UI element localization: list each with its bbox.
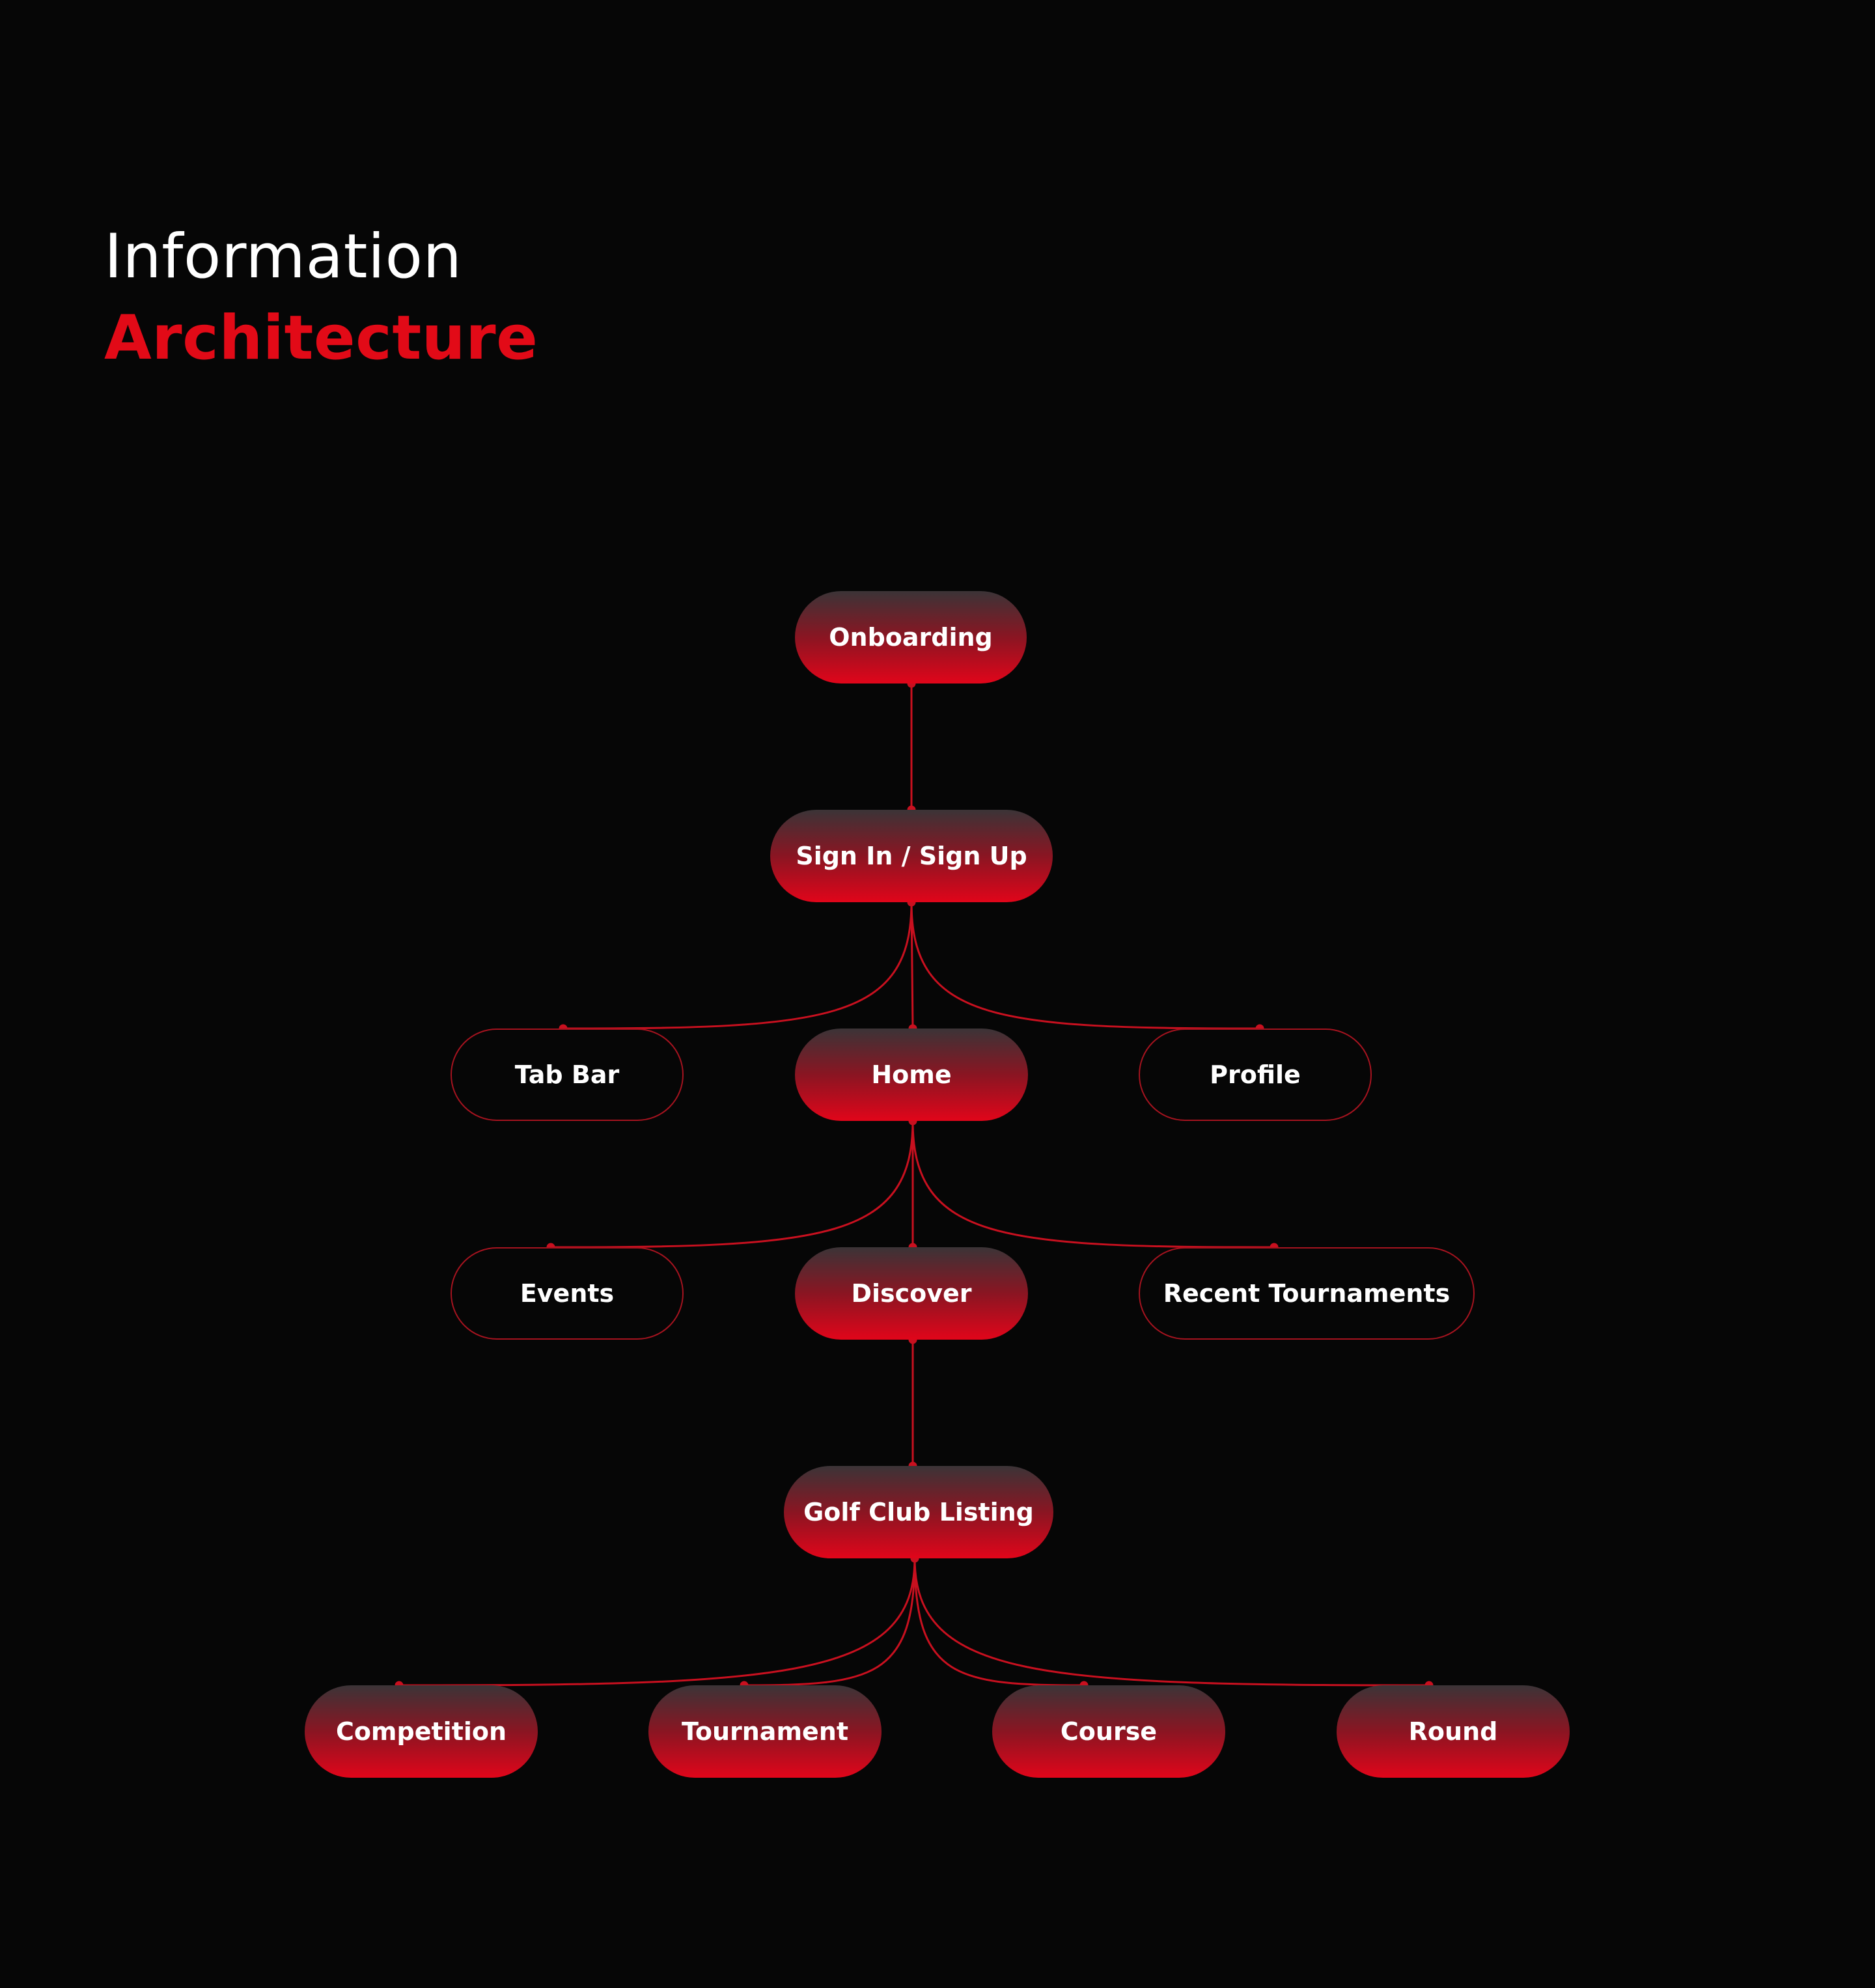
title-line-1: Information	[104, 221, 462, 292]
node-discover[interactable]: Discover	[795, 1247, 1028, 1340]
connector-signin-to-profile	[910, 902, 1260, 1030]
connector-golfclub-to-competition	[398, 1558, 916, 1687]
node-round-label: Round	[1408, 1717, 1498, 1746]
connector-home-to-recent	[911, 1120, 1275, 1249]
connector-golfclub-to-round	[913, 1558, 1430, 1687]
connector-home-to-events	[550, 1120, 914, 1249]
node-course-label: Course	[1060, 1717, 1158, 1746]
node-onboarding[interactable]: Onboarding	[795, 591, 1027, 683]
connector-signin-to-tabbar	[562, 902, 913, 1030]
node-competition-label: Competition	[335, 1717, 507, 1746]
node-sign-in-sign-up[interactable]: Sign In / Sign Up	[770, 810, 1053, 902]
node-tournament[interactable]: Tournament	[648, 1685, 882, 1778]
node-events-label: Events	[520, 1279, 615, 1308]
connector-golfclub-to-tournament	[743, 1558, 916, 1687]
title-line-2: Architecture	[104, 303, 538, 374]
node-golf-club-listing-label: Golf Club Listing	[803, 1498, 1034, 1526]
node-recent-tournaments[interactable]: Recent Tournaments	[1139, 1247, 1475, 1340]
node-round[interactable]: Round	[1337, 1685, 1570, 1778]
node-tab-bar-label: Tab Bar	[514, 1060, 620, 1089]
node-home[interactable]: Home	[795, 1029, 1028, 1121]
node-sign-in-sign-up-label: Sign In / Sign Up	[796, 842, 1027, 870]
node-golf-club-listing[interactable]: Golf Club Listing	[784, 1466, 1053, 1558]
node-events[interactable]: Events	[451, 1247, 684, 1340]
connector-golfclub-to-course	[913, 1558, 1085, 1687]
node-discover-label: Discover	[851, 1279, 972, 1308]
node-tab-bar[interactable]: Tab Bar	[451, 1029, 684, 1121]
node-tournament-label: Tournament	[681, 1717, 849, 1746]
node-profile-label: Profile	[1210, 1060, 1301, 1089]
node-competition[interactable]: Competition	[305, 1685, 538, 1778]
node-home-label: Home	[871, 1060, 952, 1089]
node-onboarding-label: Onboarding	[829, 623, 993, 652]
node-course[interactable]: Course	[992, 1685, 1225, 1778]
node-profile[interactable]: Profile	[1139, 1029, 1372, 1121]
node-recent-tournaments-label: Recent Tournaments	[1163, 1279, 1451, 1308]
